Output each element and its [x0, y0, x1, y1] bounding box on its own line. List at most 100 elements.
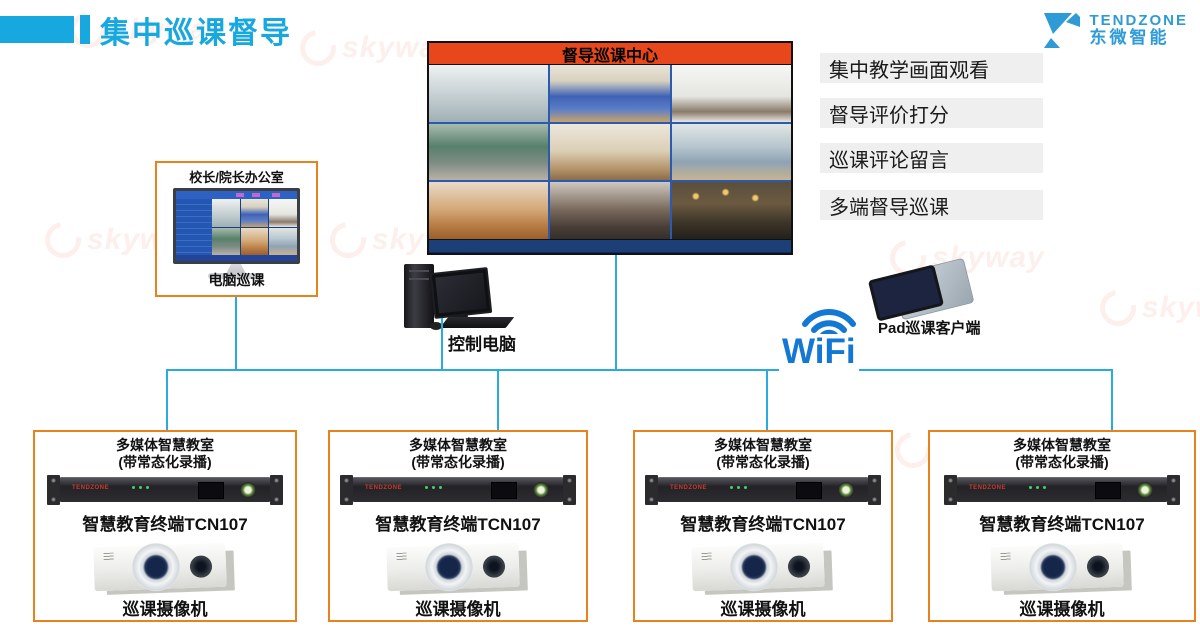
camera-label: 巡课摄像机: [720, 600, 806, 619]
device-brand-text: TENDZONE: [969, 485, 1006, 492]
office-title: 校长/院长办公室: [189, 170, 284, 185]
feature-item: 巡课评论留言: [820, 143, 1043, 173]
power-button-icon: [838, 482, 854, 499]
terminal-label: 智慧教育终端TCN107: [680, 514, 846, 534]
camera-main-lens-icon: [729, 541, 779, 592]
camera-secondary-lens-icon: [482, 554, 506, 578]
classroom-subtitle: (带常态化录播): [716, 453, 810, 470]
link-office-to-bus: [235, 297, 237, 371]
classroom-subtitle: (带常态化录播): [118, 453, 212, 470]
feature-item: 集中教学画面观看: [820, 53, 1043, 83]
control-pc-monitor: [429, 267, 493, 319]
wall-cell-conference-room: [671, 65, 791, 122]
power-button-icon: [1137, 482, 1153, 499]
device-brand-text: TENDZONE: [670, 485, 707, 492]
watermark-logo-icon: [37, 214, 89, 266]
device-brand-text: TENDZONE: [365, 485, 402, 492]
classroom-title: 多媒体智慧教室: [1013, 437, 1111, 453]
software-topbar: [176, 191, 297, 199]
videowall-grid: [429, 65, 791, 239]
office-caption: 电脑巡课: [208, 272, 265, 288]
software-video-grid: [212, 199, 297, 255]
status-led-icons: [730, 486, 747, 490]
device-display-window: [491, 482, 517, 500]
camera-main-lens-icon: [131, 541, 181, 592]
rack-front-panel: TENDZONE: [658, 477, 868, 503]
title-accent-bar: [0, 16, 74, 43]
watermark-logo-icon: [1092, 282, 1144, 334]
control-pc-mouse: [430, 322, 442, 330]
device-brand-text: TENDZONE: [72, 485, 109, 492]
status-led-icons: [1029, 486, 1046, 490]
device-display-window: [1095, 482, 1121, 500]
wall-cell-classroom-students: [671, 123, 791, 181]
wall-cell-audience-crowd: [550, 182, 670, 239]
classroom-box: 多媒体智慧教室 (带常态化录播) TENDZONE 智慧教育终端TCN107: [633, 430, 893, 622]
camera-secondary-lens-icon: [787, 554, 811, 578]
smart-terminal-device: TENDZONE: [645, 474, 881, 505]
control-pc-label: 控制电脑: [448, 335, 516, 354]
smart-terminal-device: TENDZONE: [340, 474, 576, 505]
status-led-icons: [425, 486, 442, 490]
feature-item: 督导评价打分: [820, 98, 1043, 128]
rack-ear-right: [1167, 474, 1180, 505]
wall-cell-computer-lab: [429, 65, 549, 122]
watermark-logo-icon: [322, 214, 374, 266]
link-controlpc-to-bus: [441, 318, 443, 371]
rack-ear-left: [944, 474, 957, 505]
tendzone-logo-icon: [1043, 13, 1080, 48]
brand-logo: TENDZONE 东微智能: [1042, 10, 1189, 50]
videowall-header: 督导巡课中心: [429, 43, 791, 65]
rack-ear-right: [270, 474, 283, 505]
title-accent-tick: [80, 15, 90, 44]
camera-logo-marks: [103, 552, 114, 561]
classroom-title: 多媒体智慧教室: [714, 437, 812, 453]
rack-ear-left: [47, 474, 60, 505]
pad-client-label: Pad巡课客户端: [878, 320, 981, 337]
camera-body: [691, 541, 825, 592]
wifi-icon: [802, 309, 856, 336]
videowall-bottom-bar: [429, 239, 791, 252]
device-display-window: [198, 482, 224, 500]
classroom-box: 多媒体智慧教室 (带常态化录播) TENDZONE 智慧教育终端TCN107: [928, 430, 1196, 622]
terminal-label: 智慧教育终端TCN107: [375, 514, 541, 534]
classroom-subtitle: (带常态化录播): [411, 453, 505, 470]
watermark-logo-icon: [292, 22, 344, 74]
wall-cell-pupils-writing: [429, 182, 549, 239]
camera-body: [990, 541, 1124, 592]
watermark: skyway: [1092, 282, 1200, 334]
logo-subtitle: 东微智能: [1089, 27, 1170, 47]
power-button-icon: [533, 482, 549, 499]
camera-logo-marks: [396, 552, 407, 561]
status-led-icons: [132, 486, 149, 490]
smart-terminal-device: TENDZONE: [944, 474, 1180, 505]
classroom-subtitle: (带常态化录播): [1015, 453, 1109, 470]
camera-main-lens-icon: [424, 541, 474, 592]
link-videowall-to-bus: [615, 255, 617, 371]
link-bus-to-classroom-4: [1111, 369, 1113, 432]
wall-cell-lecture-hall-empty: [550, 123, 670, 181]
wall-cell-auditorium-stage: [671, 182, 791, 239]
smart-terminal-device: TENDZONE: [47, 474, 283, 505]
link-bus-to-classroom-3: [766, 369, 768, 432]
rack-front-panel: TENDZONE: [60, 477, 270, 503]
supervision-center-videowall: 督导巡课中心: [427, 41, 793, 255]
feature-item: 多端督导巡课: [820, 190, 1043, 220]
inspection-camera-device: [987, 541, 1137, 592]
classroom-box: 多媒体智慧教室 (带常态化录播) TENDZONE 智慧教育终端TCN107: [328, 430, 588, 622]
camera-body: [93, 541, 227, 592]
wall-cell-lecture-room-blue: [550, 65, 670, 122]
camera-secondary-lens-icon: [1086, 554, 1110, 578]
terminal-label: 智慧教育终端TCN107: [979, 514, 1145, 534]
link-bus-to-classroom-1: [166, 369, 168, 432]
inspection-camera-device: [688, 541, 838, 592]
camera-label: 巡课摄像机: [122, 600, 208, 619]
monitor-base: [208, 273, 264, 279]
principal-office-box: 校长/院长办公室 电脑巡课: [155, 161, 318, 297]
rack-ear-right: [563, 474, 576, 505]
software-sidebar: [176, 199, 212, 255]
tablet-front: [867, 264, 945, 322]
camera-label: 巡课摄像机: [1019, 600, 1105, 619]
classroom-box: 多媒体智慧教室 (带常态化录播) TENDZONE 智慧教育终端TCN107: [33, 430, 297, 622]
